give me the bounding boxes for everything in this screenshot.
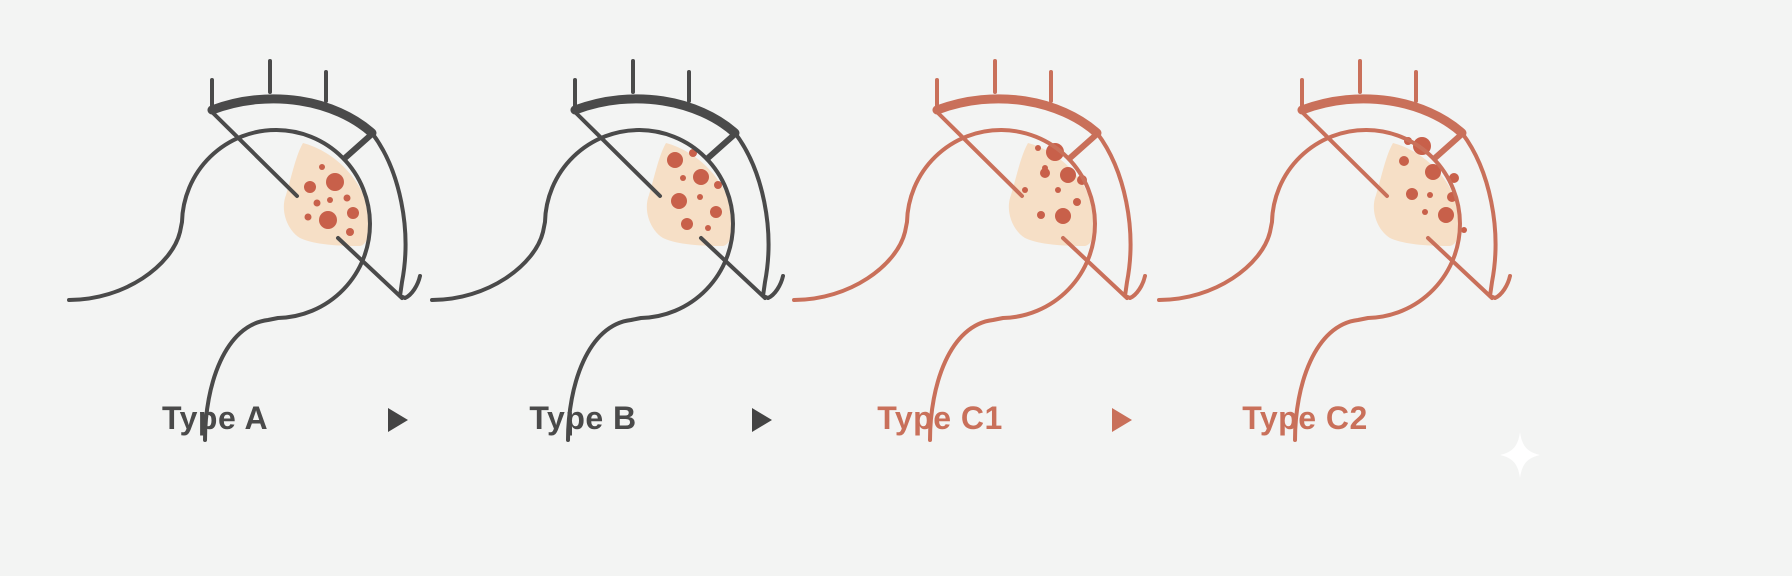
lesion-dot [693,169,709,185]
outer-arc [1460,131,1512,300]
stomach-figure [430,59,785,442]
lesion-dot [1422,209,1428,215]
lesion-dot [1035,145,1041,151]
band-connector [1067,131,1100,161]
diagonal-line [699,236,767,300]
lesion-dot [1427,192,1433,198]
outer-arc [733,131,785,300]
outer-arc [1095,131,1147,300]
outer-arc [370,131,422,300]
lesion-dot [1060,167,1076,183]
lesion-dot [667,152,683,168]
band-connector [1432,131,1465,161]
gastric-band [570,94,740,138]
lesion-dot [1461,227,1467,233]
lesion-dot [1438,207,1454,223]
lesion-dot [347,207,359,219]
band-connector [342,131,375,161]
gastric-band [932,94,1102,138]
lesion-dot [1425,164,1441,180]
lesion-dot [327,197,333,203]
lesion-dot [343,194,351,202]
stomach-figure [792,59,1147,442]
lesion-dot [1037,211,1045,219]
lesion-dot [1055,187,1061,193]
lesion-dot [697,194,703,200]
progression-arrow-icon [1112,408,1132,432]
diagonal-line [1300,110,1389,198]
lesion-dot [326,173,344,191]
lesion-dot [680,175,686,181]
lesion-dot [714,181,722,189]
lesion-dot [1046,143,1064,161]
diagonal-line [573,110,662,198]
lesion-dot [1022,187,1028,193]
lesion-dot [1073,198,1081,206]
stage-label-type-c2: Type C2 [1242,400,1368,436]
band-connector [705,131,738,161]
lesion-dot [346,228,354,236]
stage-label-type-a: Type A [161,400,269,436]
lesion-dot [319,164,325,170]
lesion-dot [705,225,711,231]
lesion-area [646,143,734,246]
lesion-dot [1040,168,1050,178]
progression-arrow-icon [752,408,772,432]
stomach-figure [1157,59,1512,442]
stage-label-type-c1: Type C1 [877,400,1003,436]
lesion-area [283,143,371,246]
lesion-dot [1406,188,1418,200]
gastric-band [1297,94,1467,138]
lesion-dot [1042,165,1048,171]
stomach-figure [67,59,422,442]
lesion-dot [304,213,312,221]
lesion-dot [681,218,693,230]
lesion-dot [1399,156,1409,166]
gastric-band [207,94,377,138]
lesion-dot [304,181,316,193]
lesion-dot [710,206,722,218]
lesion-dot [671,193,687,209]
diagonal-line [336,236,404,300]
lesion-dot [319,211,337,229]
sparkle-icon [1500,432,1540,478]
lesion-dot [313,199,321,207]
stage-label-type-b: Type B [529,400,637,436]
diagonal-line [1061,236,1129,300]
progression-arrow-icon [388,408,408,432]
diagonal-line [210,110,299,198]
diagonal-line [935,110,1024,198]
diagonal-line [1426,236,1494,300]
lesion-dot [1055,208,1071,224]
lesion-area [1008,143,1096,246]
